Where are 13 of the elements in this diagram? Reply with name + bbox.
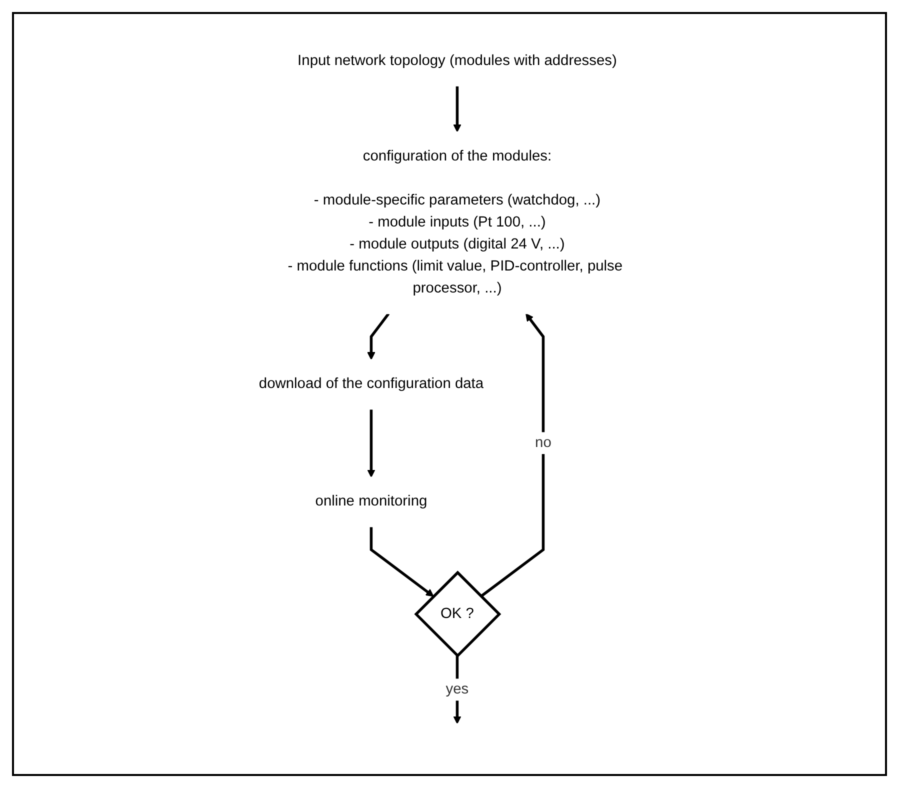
node-text: online monitoring xyxy=(314,494,427,510)
arrow xyxy=(452,86,461,132)
node-diamond: OK ? xyxy=(414,570,501,658)
edge-label: yes xyxy=(445,682,468,698)
edge-label: no xyxy=(534,435,552,451)
arrow xyxy=(452,656,461,724)
node-text: Input network topology (modules with addresses) xyxy=(297,53,616,69)
arrow xyxy=(366,409,375,478)
arrow xyxy=(480,314,544,598)
node-text: download of the configuration data xyxy=(258,376,484,392)
arrow xyxy=(369,526,434,597)
arrow xyxy=(366,313,390,360)
node-text: configuration of the modules: - module-specific parameters (watchdog, ...) - module inputs (Pt 100, ...) - module outputs (digital 24 V, ...) - module functions (limit value, PID-controller, pulse processor, ...) xyxy=(287,148,622,296)
